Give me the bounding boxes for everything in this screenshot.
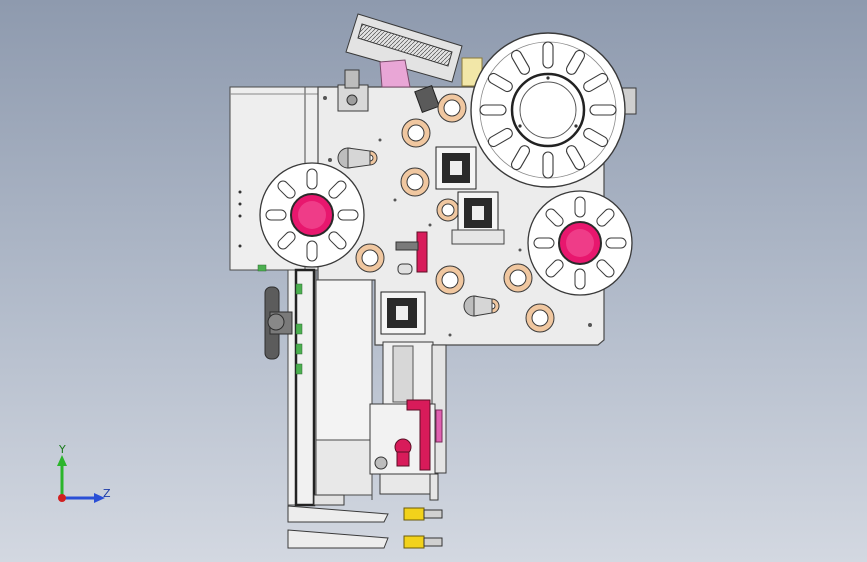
y-arrow-icon bbox=[57, 455, 67, 466]
z-axis-label: Z bbox=[103, 487, 111, 500]
top-fittings bbox=[337, 69, 440, 114]
upper-spool bbox=[470, 32, 626, 188]
axis-triad: Y Z bbox=[57, 443, 111, 503]
peel-plates bbox=[287, 473, 443, 549]
gear-blocks bbox=[380, 146, 505, 335]
tension-arm bbox=[395, 231, 428, 275]
y-axis-label: Y bbox=[58, 443, 66, 456]
handwheel-knob bbox=[264, 286, 293, 360]
lower-frame bbox=[287, 268, 373, 507]
right-reel bbox=[527, 190, 633, 296]
applicator-assembly bbox=[369, 341, 447, 495]
z-arrow-icon bbox=[94, 493, 105, 503]
origin-dot-icon bbox=[58, 494, 66, 502]
left-reel bbox=[259, 162, 365, 268]
guide-rollers bbox=[337, 93, 555, 333]
green-grip bbox=[257, 264, 303, 375]
